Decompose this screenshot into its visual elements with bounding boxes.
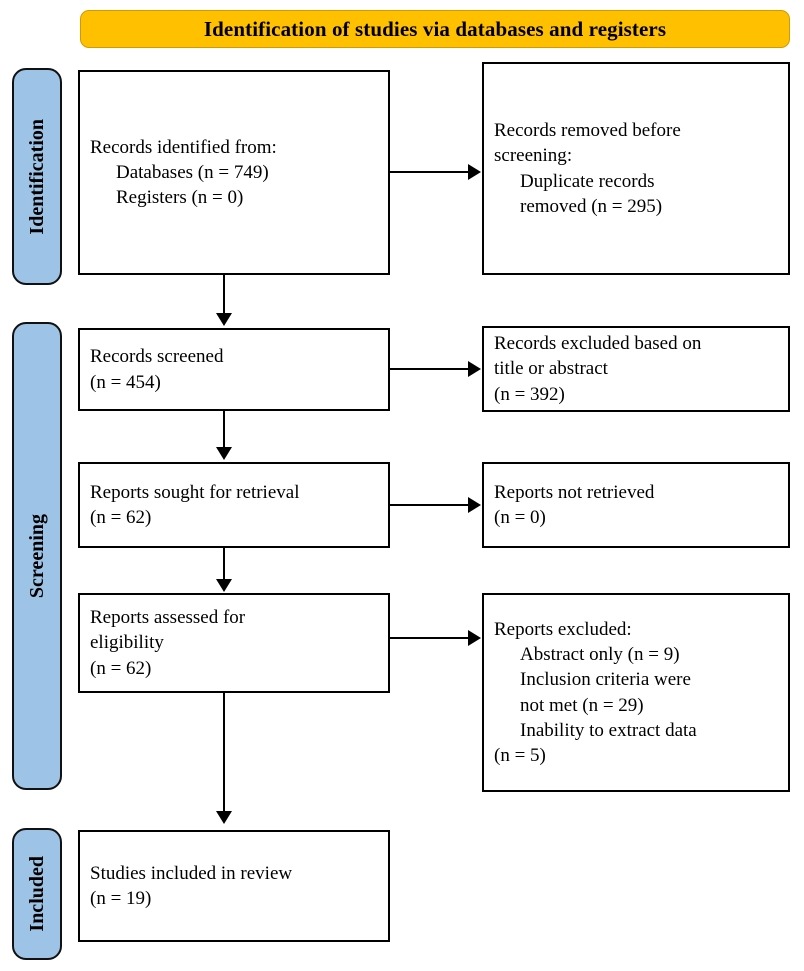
box-line-italic: screening [494, 145, 567, 167]
box-line-italic: before [632, 120, 681, 142]
box-records-removed: Records removed before screening: Duplic… [482, 62, 790, 275]
connector-identified-to-screened-line [223, 275, 225, 315]
box-line: removed (n = 295) [520, 195, 663, 217]
connector-screened-to-sought-line [223, 411, 225, 449]
connector-identified-to-removed-arrow [468, 164, 481, 180]
box-line: not met (n = 29) [520, 694, 644, 716]
box-line: Duplicate records [520, 170, 655, 192]
connector-sought-to-assessed-line [223, 548, 225, 581]
box-line: Reports excluded: [494, 619, 632, 641]
stage-label-identification: Identification [12, 68, 62, 285]
box-studies-included-in-review: Studies included in review (n = 19) [78, 830, 390, 942]
connector-sought-to-notretrieved-line [390, 504, 468, 506]
box-line: (n = 5) [494, 744, 546, 766]
connector-assessed-to-excluded-line [390, 637, 468, 639]
box-line: (n = 454) [90, 371, 161, 393]
box-line: Records removed before [494, 118, 778, 143]
connector-assessed-to-included-line [223, 693, 225, 813]
box-line: Abstract only (n = 9) [520, 644, 680, 666]
box-line: Databases (n = 749) [116, 161, 269, 183]
box-reports-excluded: Reports excluded: Abstract only (n = 9) … [482, 593, 790, 792]
box-reports-sought-for-retrieval: Reports sought for retrieval (n = 62) [78, 462, 390, 548]
box-line-plain: : [566, 145, 573, 167]
connector-sought-to-notretrieved-arrow [468, 497, 481, 513]
box-line: Records excluded based on [494, 333, 702, 355]
box-line: (n = 392) [494, 383, 565, 405]
box-line: Reports not retrieved [494, 481, 655, 503]
box-reports-not-retrieved: Reports not retrieved (n = 0) [482, 462, 790, 548]
box-line: (n = 0) [494, 507, 546, 528]
box-line: (n = 62) [90, 657, 152, 679]
connector-screened-to-excluded-line [390, 368, 468, 370]
connector-screened-to-sought-arrow [216, 447, 232, 460]
box-line: (n = 62) [90, 507, 152, 528]
stage-label-included-text: Included [26, 856, 48, 932]
box-records-excluded-title-abstract: Records excluded based on title or abstr… [482, 326, 790, 412]
connector-screened-to-excluded-arrow [468, 361, 481, 377]
box-records-identified: Records identified from: Databases (n = … [78, 70, 390, 275]
box-line: screening: [494, 143, 778, 168]
box-line: (n = 19) [90, 888, 152, 909]
box-line: Reports sought for retrieval [90, 481, 300, 503]
connector-assessed-to-excluded-arrow [468, 630, 481, 646]
connector-assessed-to-included-arrow [216, 811, 232, 824]
box-line-plain: Records removed [494, 120, 633, 142]
box-line: Records screened [90, 346, 224, 368]
box-line: Registers (n = 0) [116, 187, 244, 209]
diagram-title: Identification of studies via databases … [203, 16, 667, 41]
box-line: Studies included in review [90, 862, 293, 884]
diagram-title-banner: Identification of studies via databases … [80, 10, 790, 48]
stage-label-screening-text: Screening [26, 513, 48, 599]
box-line: title or abstract [494, 358, 608, 380]
connector-identified-to-screened-arrow [216, 313, 232, 326]
box-line: Inclusion criteria were [520, 669, 691, 691]
box-records-screened: Records screened (n = 454) [78, 328, 390, 411]
stage-label-screening: Screening [12, 322, 62, 790]
box-reports-assessed-for-eligibility: Reports assessed for eligibility (n = 62… [78, 593, 390, 693]
box-line: Reports assessed for [90, 607, 246, 629]
box-line: Records identified from: [90, 136, 277, 158]
box-line: eligibility [90, 632, 164, 654]
connector-identified-to-removed-line [390, 171, 468, 173]
stage-label-included: Included [12, 828, 62, 960]
connector-sought-to-assessed-arrow [216, 579, 232, 592]
stage-label-identification-text: Identification [26, 118, 48, 235]
box-line: Inability to extract data [520, 719, 697, 741]
